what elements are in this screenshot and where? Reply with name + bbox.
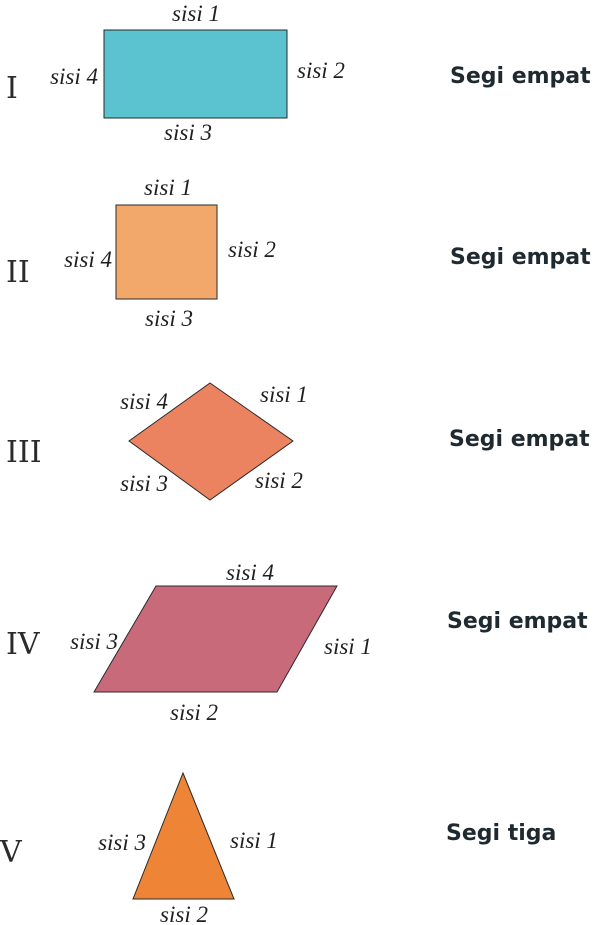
side-label-3: sisi 3 (120, 471, 168, 496)
side-label-2: sisi 2 (160, 902, 208, 925)
side-label-1: sisi 1 (260, 382, 308, 407)
side-label-3: sisi 3 (98, 830, 146, 855)
side-label-1: sisi 1 (324, 634, 372, 659)
numeral-4: IV (6, 627, 41, 662)
square-shape (115, 204, 218, 300)
shape-row-5: V sisi 1 sisi 2 sisi 3 Segi tiga (0, 771, 556, 925)
side-label-2: sisi 2 (228, 237, 276, 262)
side-label-3: sisi 3 (145, 306, 193, 331)
side-label-4: sisi 4 (64, 247, 112, 272)
classification-label: Segi empat (447, 609, 588, 634)
shape-row-1: I sisi 1 sisi 2 sisi 3 sisi 4 Segi empat (6, 1, 591, 145)
numeral-5: V (0, 835, 23, 870)
shape-row-3: III sisi 1 sisi 2 sisi 3 sisi 4 Segi emp… (6, 382, 590, 501)
classification-label: Segi empat (450, 64, 591, 89)
side-label-1: sisi 1 (144, 175, 192, 200)
side-label-1: sisi 1 (172, 1, 220, 26)
side-label-4: sisi 4 (50, 64, 98, 89)
parallelogram-shape (93, 585, 338, 693)
side-label-4: sisi 4 (226, 560, 274, 585)
shape-row-2: II sisi 1 sisi 2 sisi 3 sisi 4 Segi empa… (6, 175, 591, 331)
side-label-2: sisi 2 (170, 700, 218, 725)
numeral-1: I (6, 71, 18, 106)
shape-row-4: IV sisi 1 sisi 2 sisi 3 sisi 4 Segi empa… (6, 560, 588, 725)
side-label-3: sisi 3 (70, 629, 118, 654)
numeral-3: III (6, 435, 42, 470)
rhombus-shape (128, 382, 294, 501)
side-label-4: sisi 4 (120, 389, 168, 414)
side-label-2: sisi 2 (297, 58, 345, 83)
triangle-shape (132, 771, 235, 900)
numeral-2: II (6, 255, 30, 290)
classification-label: Segi tiga (446, 821, 556, 846)
side-label-1: sisi 1 (230, 828, 278, 853)
side-label-2: sisi 2 (255, 468, 303, 493)
classification-label: Segi empat (450, 245, 591, 270)
classification-label: Segi empat (449, 427, 590, 452)
side-label-3: sisi 3 (164, 120, 212, 145)
rectangle-shape (103, 29, 288, 119)
